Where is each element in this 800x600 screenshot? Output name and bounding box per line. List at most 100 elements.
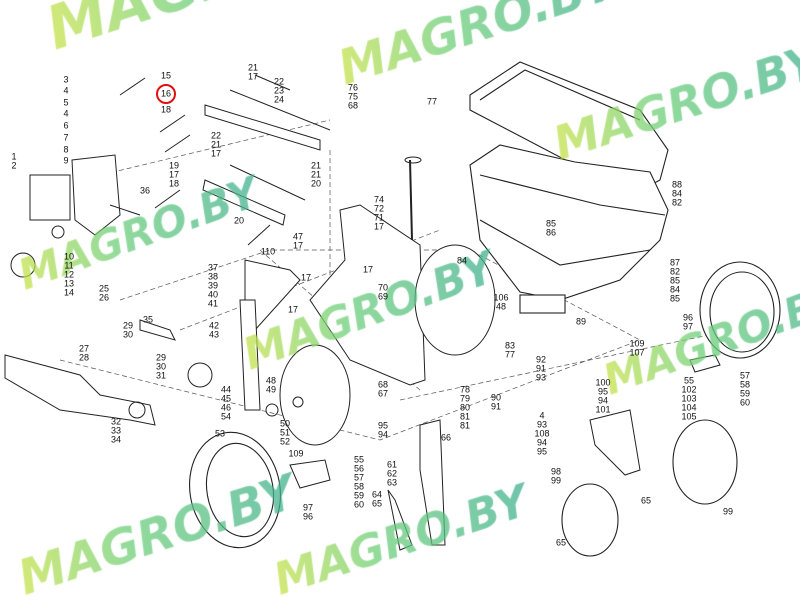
- part-number-label: 4: [539, 410, 545, 421]
- part-number-label: 72: [373, 203, 385, 214]
- part-number-label: 69: [377, 291, 389, 302]
- part-number-label: 106: [493, 292, 509, 303]
- part-number-label: 59: [353, 490, 365, 501]
- part-number-label: 87: [669, 257, 681, 268]
- part-number-label: 11: [64, 260, 74, 271]
- part-number-label: 17: [300, 272, 312, 283]
- part-number-label: 18: [168, 178, 180, 189]
- part-number-label: 30: [155, 361, 167, 372]
- part-number-label: 95: [377, 420, 389, 431]
- part-number-label: 7: [63, 132, 69, 143]
- part-number-label: 98: [550, 466, 562, 477]
- part-number-label: 75: [347, 91, 359, 102]
- part-number-label: 35: [142, 314, 154, 325]
- part-number-label: 84: [456, 255, 468, 266]
- part-number-label: 41: [207, 298, 219, 309]
- part-number-label: 13: [63, 278, 75, 289]
- part-number-label: 59: [739, 388, 751, 399]
- part-number-label: 19: [168, 160, 180, 171]
- part-number-label: 17: [292, 240, 304, 251]
- part-number-label: 78: [459, 384, 471, 395]
- part-number-label: 77: [504, 349, 516, 360]
- part-number-label: 81: [459, 420, 471, 431]
- part-number-label: 27: [78, 343, 90, 354]
- part-number-label: 60: [739, 397, 751, 408]
- part-number-label: 74: [373, 194, 385, 205]
- part-number-label: 85: [669, 275, 681, 286]
- part-number-label: 57: [739, 370, 751, 381]
- part-number-label: 17: [373, 221, 385, 232]
- part-number-label: 14: [63, 287, 75, 298]
- part-number-label: 68: [347, 100, 359, 111]
- part-number-label: 22: [273, 76, 285, 87]
- part-number-label: 105: [681, 411, 697, 422]
- part-number-label: 109: [629, 338, 645, 349]
- part-number-label: 101: [595, 404, 611, 415]
- part-number-label: 9: [63, 155, 69, 166]
- part-number-label: 95: [536, 446, 548, 457]
- part-number-label: 84: [669, 284, 681, 295]
- part-number-label: 2: [11, 160, 17, 171]
- part-number-label: 51: [279, 427, 291, 438]
- part-number-label: 32: [110, 416, 122, 427]
- part-number-label: 43: [208, 329, 220, 340]
- part-number-label: 22: [210, 130, 222, 141]
- part-number-label: 95: [597, 386, 609, 397]
- part-number-label: 17: [168, 169, 180, 180]
- part-number-label: 82: [671, 197, 683, 208]
- part-number-label: 68: [377, 379, 389, 390]
- part-number-label: 64: [371, 489, 383, 500]
- highlight-circle: [156, 84, 176, 104]
- part-number-label: 15: [160, 70, 172, 81]
- part-number-label: 21: [210, 139, 222, 150]
- part-number-label: 92: [535, 354, 547, 365]
- part-number-label: 99: [550, 475, 562, 486]
- part-number-label: 21: [310, 169, 322, 180]
- part-number-label: 104: [681, 402, 697, 413]
- part-number-label: 10: [63, 251, 75, 262]
- part-number-label: 63: [386, 477, 398, 488]
- part-number-label: 6: [63, 120, 69, 131]
- part-number-label: 99: [722, 506, 734, 517]
- part-number-label: 3: [63, 74, 69, 85]
- part-number-label: 48: [495, 301, 507, 312]
- part-number-label: 97: [682, 321, 694, 332]
- part-number-label: 21: [310, 160, 322, 171]
- part-number-label: 54: [220, 411, 232, 422]
- part-number-label: 12: [63, 269, 75, 280]
- part-number-label: 39: [207, 280, 219, 291]
- part-number-label: 20: [310, 178, 322, 189]
- part-number-label: 94: [597, 395, 609, 406]
- part-number-label: 100: [595, 377, 611, 388]
- part-number-label: 33: [110, 425, 122, 436]
- part-number-label: 21: [247, 62, 259, 73]
- part-number-label: 46: [220, 402, 232, 413]
- part-number-label: 34: [110, 434, 122, 445]
- part-number-label: 29: [122, 320, 134, 331]
- part-number-label: 26: [98, 292, 110, 303]
- part-number-label: 108: [534, 428, 550, 439]
- part-number-label: 90: [490, 392, 502, 403]
- part-number-label: 76: [347, 82, 359, 93]
- part-number-label: 82: [669, 266, 681, 277]
- part-number-label: 91: [490, 401, 502, 412]
- part-number-label: 47: [292, 231, 304, 242]
- part-number-label: 55: [353, 454, 365, 465]
- part-number-label: 81: [459, 411, 471, 422]
- part-number-label: 109: [288, 448, 304, 459]
- part-number-label: 91: [535, 363, 547, 374]
- part-number-label: 85: [669, 293, 681, 304]
- part-number-label: 102: [681, 384, 697, 395]
- part-number-label: 55: [683, 375, 695, 386]
- part-number-label: 18: [160, 104, 172, 115]
- part-number-label: 57: [353, 472, 365, 483]
- part-number-label: 44: [220, 384, 232, 395]
- part-number-label: 58: [739, 379, 751, 390]
- part-number-label: 52: [279, 436, 291, 447]
- part-number-label: 94: [377, 429, 389, 440]
- part-number-label: 56: [353, 463, 365, 474]
- part-number-label: 29: [155, 352, 167, 363]
- part-number-label: 70: [377, 282, 389, 293]
- part-number-label: 28: [78, 352, 90, 363]
